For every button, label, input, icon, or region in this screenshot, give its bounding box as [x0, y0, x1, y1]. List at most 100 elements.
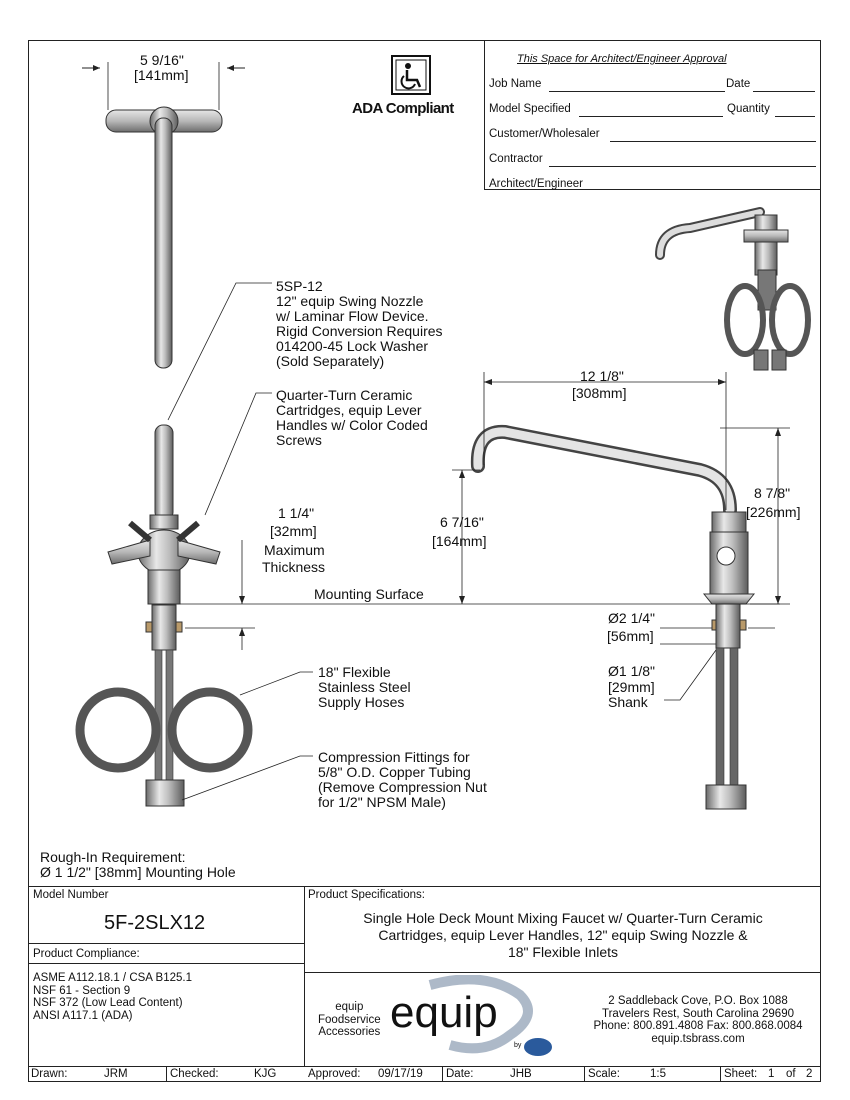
mounting-surface-label: Mounting Surface: [314, 586, 424, 602]
approval-title: This Space for Architect/Engineer Approv…: [517, 53, 727, 65]
iso-view-faucet: [655, 207, 811, 371]
brand-tagline: equip Foodservice Accessories: [318, 1001, 381, 1039]
base-in-label: Ø2 1/4": [608, 610, 655, 626]
approval-box: This Space for Architect/Engineer Approv…: [484, 40, 821, 190]
compliance-list: ASME A112.18.1 / CSA B125.1 NSF 61 - Sec…: [33, 972, 192, 1022]
job-name-line[interactable]: [549, 91, 725, 92]
sheet-total: 2: [806, 1068, 813, 1080]
model-specified-line[interactable]: [579, 116, 723, 117]
specs-text: Single Hole Deck Mount Mixing Faucet w/ …: [305, 910, 821, 961]
drawn-value: JRM: [104, 1068, 128, 1080]
checked-label: Checked:: [170, 1068, 219, 1080]
width-mm-label: [141mm]: [134, 67, 189, 83]
approved-value: 09/17/19: [378, 1068, 423, 1080]
callout-line: Compression Fittings for: [318, 749, 470, 765]
quantity-label: Quantity: [727, 103, 770, 115]
height-mm-label: [226mm]: [746, 504, 801, 520]
address-block: 2 Saddleback Cove, P.O. Box 1088 Travele…: [578, 995, 818, 1045]
callout-line: Screws: [276, 432, 322, 448]
model-number-label: Model Number: [33, 889, 109, 901]
roughin-title: Rough-In Requirement:: [40, 849, 186, 865]
compliance-rule: [28, 963, 304, 964]
date-line[interactable]: [753, 91, 815, 92]
specs-label: Product Specifications:: [308, 889, 425, 901]
top-view-nozzle: [82, 62, 245, 369]
front-view-faucet: [75, 424, 253, 807]
compliance-item: NSF 372 (Low Lead Content): [33, 997, 183, 1009]
callout-line: 014200-45 Lock Washer: [276, 338, 429, 354]
model-number-value: 5F-2SLX12: [104, 912, 206, 934]
hoses-callout: 18" Flexible Stainless Steel Supply Hose…: [318, 665, 411, 710]
title-block-divider: [28, 886, 821, 887]
date-footer-value: JHB: [510, 1068, 532, 1080]
equip-logo: equip by: [390, 975, 552, 1056]
footer-divider: [720, 1066, 721, 1082]
sheet-of: of: [786, 1068, 796, 1080]
checked-value: KJG: [254, 1068, 277, 1080]
specs-line: 18" Flexible Inlets: [507, 944, 619, 960]
specs-line: Single Hole Deck Mount Mixing Faucet w/ …: [363, 910, 763, 926]
footer-divider: [584, 1066, 585, 1082]
shank-mm-label: [29mm]: [608, 679, 655, 695]
dimension-lines: [167, 282, 790, 801]
compliance-item: ASME A112.18.1 / CSA B125.1: [33, 972, 192, 984]
spout-mm-label: [164mm]: [432, 533, 487, 549]
callout-line: Supply Hoses: [318, 694, 405, 710]
callout-line: (Remove Compression Nut: [318, 779, 487, 795]
drawing-frame: [28, 40, 821, 1082]
shank-label: Shank: [608, 694, 648, 710]
quantity-line[interactable]: [775, 116, 815, 117]
job-name-label: Job Name: [489, 78, 542, 90]
spread-in-label: 12 1/8": [580, 368, 624, 384]
sheet-value: 1: [768, 1068, 775, 1080]
thickness-in-label: 1 1/4": [278, 505, 315, 521]
compliance-item: NSF 61 - Section 9: [33, 984, 131, 997]
architect-line[interactable]: [593, 189, 821, 190]
nozzle-callout: 5SP-12 12" equip Swing Nozzle w/ Laminar…: [276, 279, 443, 369]
date-footer-label: Date:: [446, 1068, 474, 1080]
footer-divider: [166, 1066, 167, 1082]
spout-in-label: 6 7/16": [440, 514, 484, 530]
address-line: equip.tsbrass.com: [651, 1032, 745, 1045]
contractor-line[interactable]: [549, 166, 816, 167]
side-view-faucet: [470, 424, 756, 810]
compliance-item: ANSI A117.1 (ADA): [33, 1009, 133, 1022]
callout-line: Cartridges, equip Lever: [276, 402, 422, 418]
callout-line: 12" equip Swing Nozzle: [276, 293, 424, 309]
dimension-arrows: [239, 379, 781, 636]
callout-line: 18" Flexible: [318, 664, 391, 680]
callout-line: 5SP-12: [276, 278, 323, 294]
customer-line[interactable]: [610, 141, 816, 142]
wheelchair-icon: [391, 55, 431, 95]
callout-line: Handles w/ Color Coded: [276, 417, 428, 433]
fittings-callout: Compression Fittings for 5/8" O.D. Coppe…: [318, 750, 487, 810]
footer-divider: [442, 1066, 443, 1082]
approved-label: Approved:: [308, 1068, 361, 1080]
title-block-vdivider: [304, 886, 305, 1066]
date-label: Date: [726, 78, 751, 90]
customer-label: Customer/Wholesaler: [489, 128, 600, 140]
roughin-note: Rough-In Requirement: Ø 1 1/2" [38mm] Mo…: [40, 850, 236, 880]
tagline-line: Foodservice: [318, 1013, 381, 1026]
callout-line: w/ Laminar Flow Device.: [276, 308, 429, 324]
base-mm-label: [56mm]: [607, 628, 654, 644]
scale-value: 1:5: [650, 1068, 666, 1080]
model-specified-label: Model Specified: [489, 103, 571, 115]
address-line: Phone: 800.891.4808 Fax: 800.868.0084: [593, 1020, 803, 1032]
callout-line: Stainless Steel: [318, 679, 411, 695]
callout-line: for 1/2" NPSM Male): [318, 794, 446, 810]
model-divider: [28, 943, 304, 944]
width-in-label: 5 9/16": [140, 52, 184, 68]
scale-label: Scale:: [588, 1068, 620, 1080]
callout-line: Rigid Conversion Requires: [276, 323, 443, 339]
compliance-top-rule: [33, 964, 309, 965]
contractor-label: Contractor: [489, 153, 543, 165]
footer-rule: [28, 1066, 821, 1067]
tagline-line: Accessories: [318, 1026, 381, 1038]
height-in-label: 8 7/8": [754, 485, 791, 501]
specs-line: Cartridges, equip Lever Handles, 12" equ…: [378, 927, 748, 943]
drawn-label: Drawn:: [31, 1068, 68, 1080]
address-line: Travelers Rest, South Carolina 29690: [602, 1007, 794, 1020]
callout-line: (Sold Separately): [276, 353, 385, 369]
